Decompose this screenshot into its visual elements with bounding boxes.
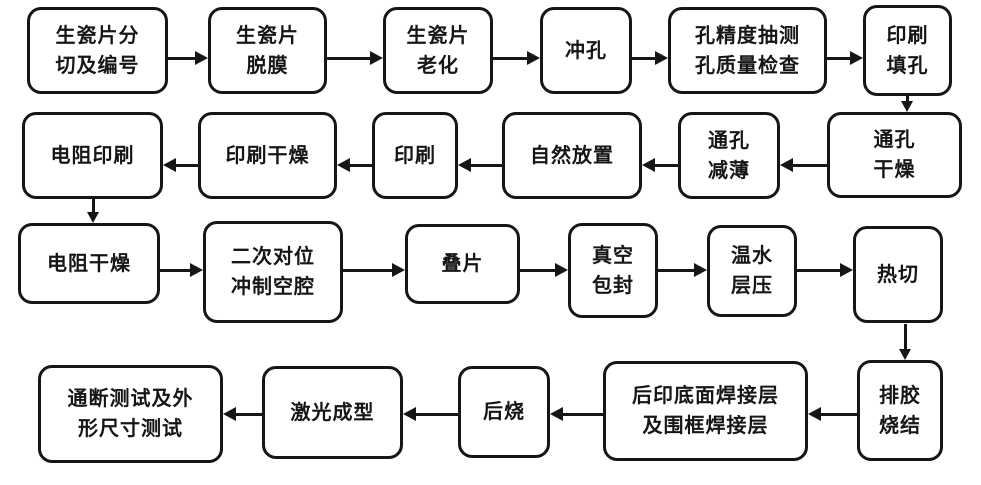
node-print-via-fill: 印刷 填孔 [863, 5, 952, 96]
node-punching: 冲孔 [540, 7, 632, 94]
node-green-sheet-film-removal: 生瓷片 脱膜 [208, 7, 327, 94]
node-via-drying: 通孔 干燥 [827, 112, 962, 198]
node-green-sheet-cut-number: 生瓷片分 切及编号 [27, 7, 168, 94]
node-green-sheet-aging: 生瓷片 老化 [383, 7, 493, 94]
node-laser-forming: 激光成型 [262, 366, 403, 459]
node-vacuum-sealing: 真空 包封 [568, 223, 658, 318]
node-print-drying: 印刷干燥 [198, 112, 337, 199]
node-second-align-cavity-punch: 二次对位 冲制空腔 [203, 221, 343, 323]
node-resistor-drying: 电阻干燥 [18, 223, 160, 304]
node-stacking: 叠片 [405, 224, 520, 304]
node-via-thinning: 通孔 减薄 [678, 112, 780, 199]
node-printing: 印刷 [372, 112, 458, 199]
node-hole-accuracy-quality-check: 孔精度抽测 孔质量检查 [668, 7, 827, 94]
node-post-print-solder-layers: 后印底面焊接层 及围框焊接层 [603, 361, 808, 461]
node-resistor-printing: 电阻印刷 [22, 112, 163, 199]
node-continuity-dimension-test: 通断测试及外 形尺寸测试 [38, 365, 223, 463]
node-debinding-sintering: 排胶 烧结 [857, 360, 943, 461]
node-post-firing: 后烧 [458, 366, 550, 458]
node-warm-water-lamination: 温水 层压 [707, 225, 797, 317]
node-natural-rest: 自然放置 [502, 112, 642, 199]
node-hot-cutting: 热切 [853, 226, 943, 323]
